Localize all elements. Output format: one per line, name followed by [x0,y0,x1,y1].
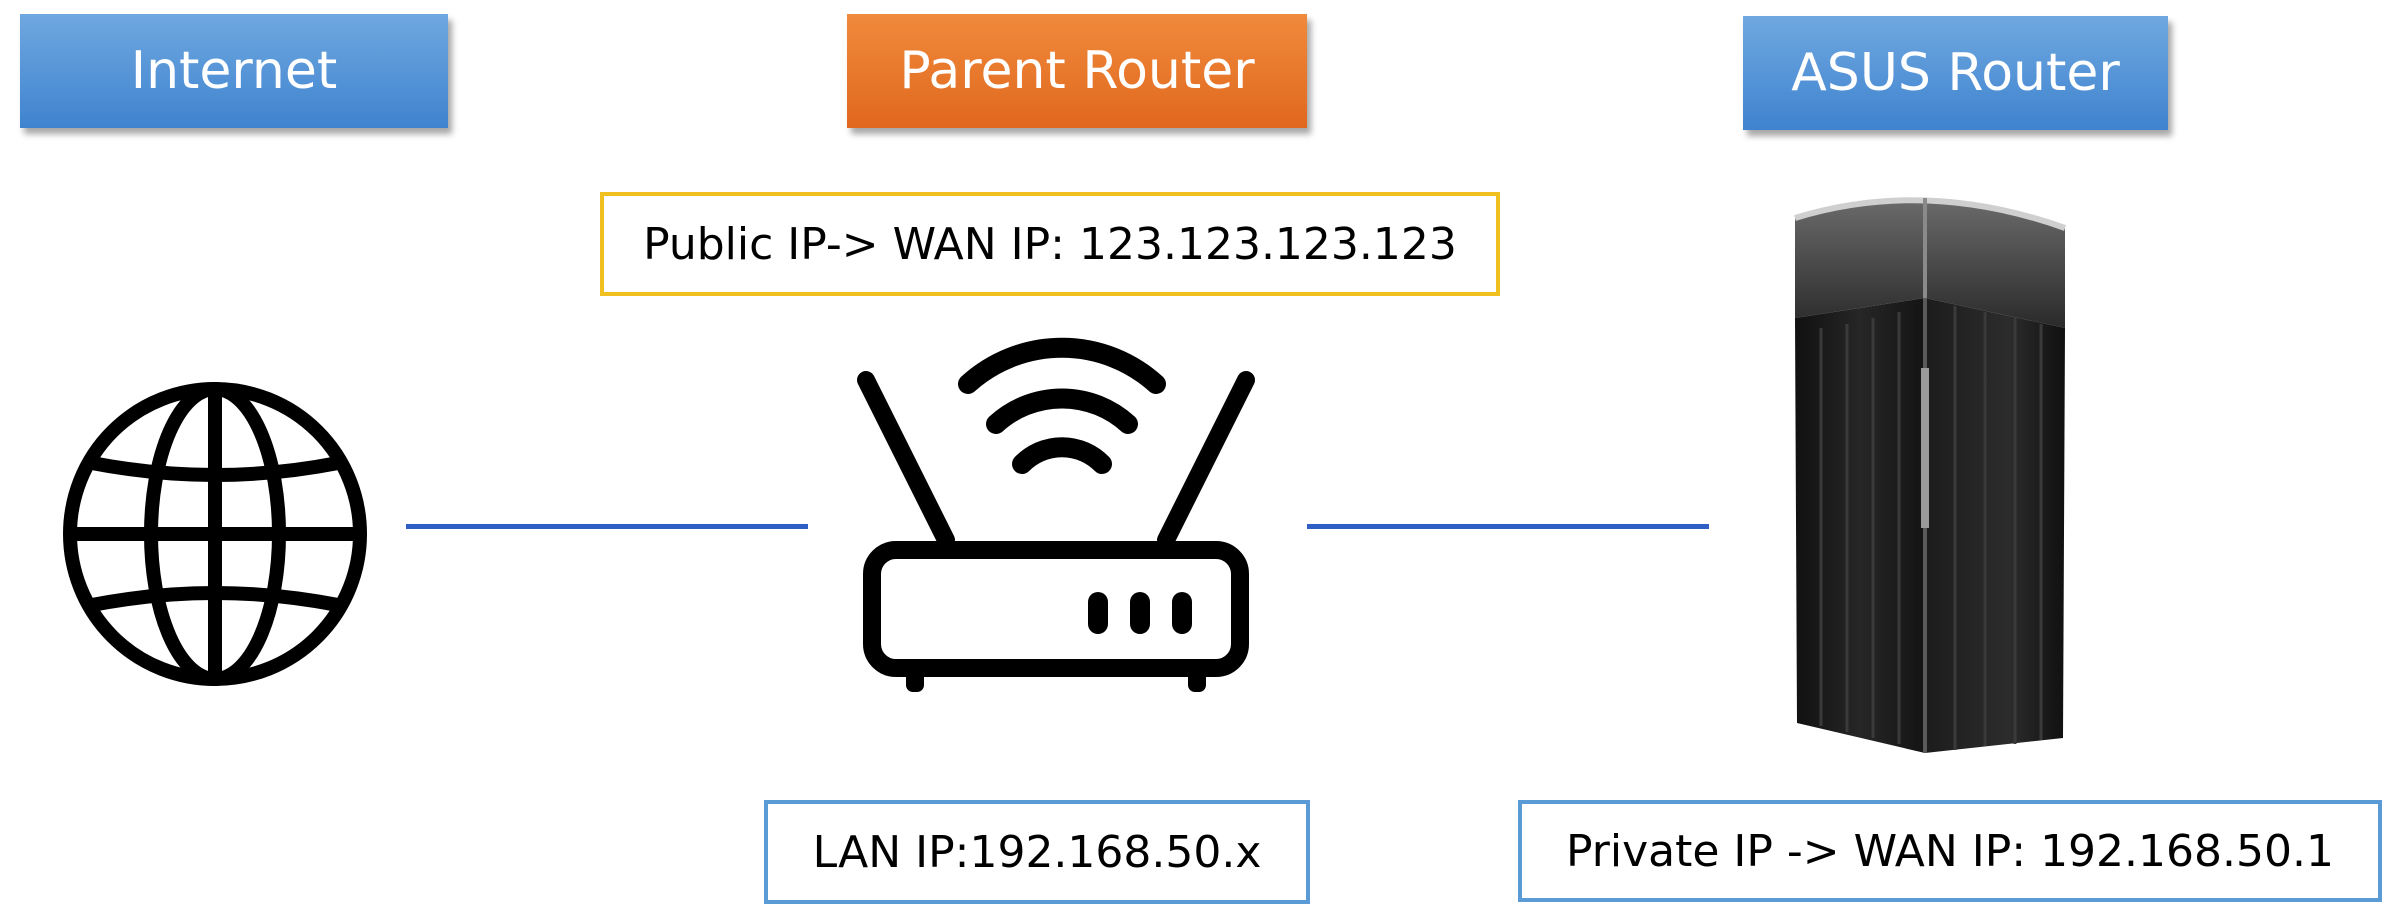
parent-router-label: Parent Router [847,14,1307,128]
private-ip-text: Private IP -> WAN IP: 192.168.50.1 [1566,825,2334,877]
lan-ip-box: LAN IP:192.168.50.x [764,800,1310,904]
internet-label-text: Internet [130,41,338,101]
parent-router-label-text: Parent Router [899,41,1255,101]
asus-router-label: ASUS Router [1743,16,2168,130]
public-ip-box: Public IP-> WAN IP: 123.123.123.123 [600,192,1500,296]
private-ip-box: Private IP -> WAN IP: 192.168.50.1 [1518,800,2382,902]
lan-ip-text: LAN IP:192.168.50.x [812,826,1262,878]
wifi-router-icon [857,337,1255,692]
connector-parent-asus [1307,524,1709,529]
connector-internet-parent [406,524,808,529]
asus-router-label-text: ASUS Router [1791,43,2120,103]
asus-router-device-icon [1794,197,2067,753]
globe-icon [63,382,367,686]
public-ip-text: Public IP-> WAN IP: 123.123.123.123 [643,218,1457,270]
internet-label: Internet [20,14,448,128]
